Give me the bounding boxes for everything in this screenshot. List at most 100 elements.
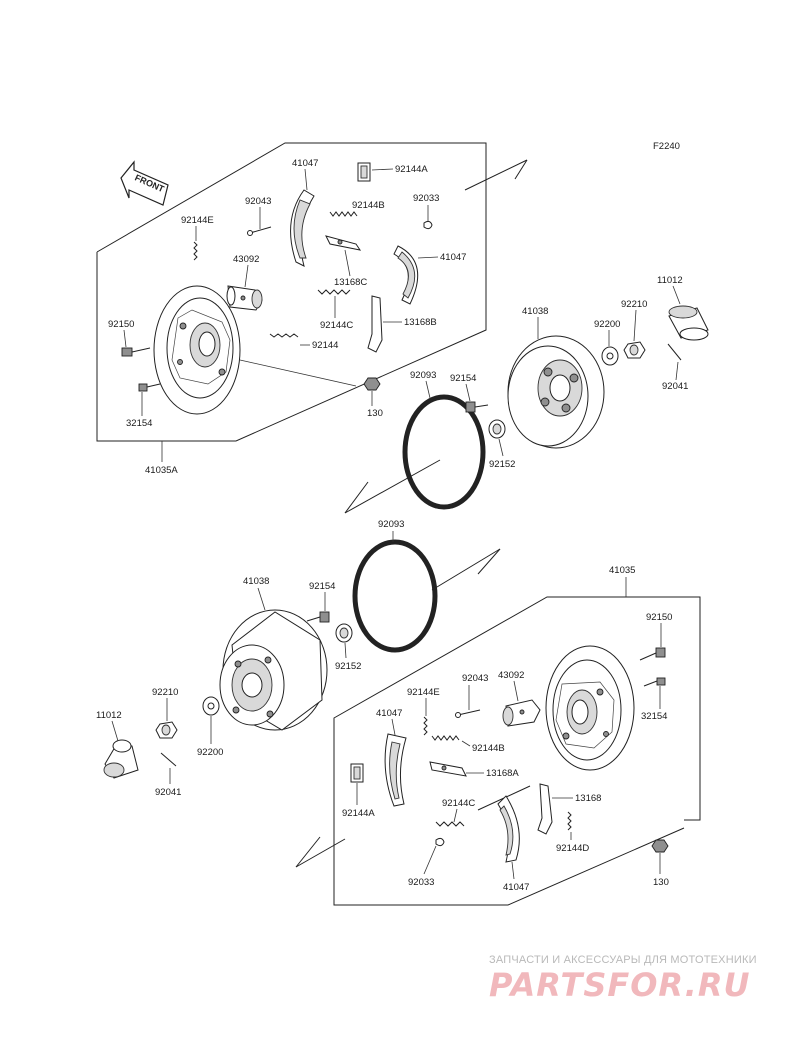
label-92144E-top: 92144E [181,215,214,226]
label-92200-top: 92200 [594,319,620,330]
label-41047-top-a: 41047 [292,158,318,169]
label-92144D-bottom: 92144D [556,843,589,854]
bottom-backing-plate [545,645,635,771]
label-92144E-bottom: 92144E [407,687,440,698]
bottom-ring-axis-tick [477,548,501,575]
top-spring-92144 [269,333,299,338]
bottom-ring-axis-line [431,548,501,591]
label-92144A-bottom: 92144A [342,808,375,819]
bottom-bolt-32154 [643,677,666,687]
top-nut-92210 [623,341,646,359]
top-washer-92152 [488,419,506,439]
label-130-top: 130 [367,408,383,419]
bottom-group-labels: 41035 92150 92043 43092 92144E 41047 321… [342,565,672,893]
label-92200-bottom: 92200 [197,747,223,758]
front-arrow-icon: FRONT [120,160,169,206]
label-92144A-top: 92144A [395,164,428,175]
label-92041-bottom: 92041 [155,787,181,798]
bottom-washer-92152 [335,623,353,643]
bottom-spring-92144B [431,735,460,741]
top-clip-92033 [423,220,433,230]
label-92144C-bottom: 92144C [442,798,475,809]
label-92043-bottom: 92043 [462,673,488,684]
bottom-left-labels: 92093 41038 92154 92152 92210 11012 9220… [96,519,404,798]
label-41038-bottom: 41038 [243,576,269,587]
label-41047-top-b: 41047 [440,252,466,263]
label-92033-bottom: 92033 [408,877,434,888]
top-washer-92200 [601,346,619,366]
bottom-pin-92041 [160,752,177,767]
label-92150-top: 92150 [108,319,134,330]
label-43092-bottom: 43092 [498,670,524,681]
bottom-spring-92144C [435,821,465,827]
top-brake-shoe-a [290,189,315,267]
top-pin-92041 [667,343,682,361]
bottom-washer-92200 [202,696,220,716]
label-92152-top: 92152 [489,459,515,470]
top-brake-shoe-b [393,245,419,305]
label-92210-bottom: 92210 [152,687,178,698]
bottom-nut-92210 [155,721,178,739]
bottom-clip-92033 [435,837,445,847]
top-spring-92144E [193,241,198,261]
label-92210-top: 92210 [621,299,647,310]
watermark-brand: PARTSFOR.RU [489,966,750,1004]
bottom-brake-shoe-b [497,795,520,863]
label-92093-top: 92093 [410,370,436,381]
label-41035A-top: 41035A [145,465,178,476]
top-group-frame [96,142,528,442]
bottom-lever-13168 [537,783,553,835]
label-13168-bottom: 13168 [575,793,601,804]
label-43092-top: 43092 [233,254,259,265]
watermark: ЗАПЧАСТИ И АКСЕССУАРЫ ДЛЯ МОТОТЕХНИКИ PA… [489,954,757,1004]
label-130-bottom: 130 [653,877,669,888]
bottom-bolt-92150 [639,647,666,661]
top-bolt-32154 [138,383,161,392]
top-spring-92144C [317,289,351,295]
label-92152-bottom: 92152 [335,661,361,672]
top-brake-drum-41038 [507,335,605,449]
bottom-clip-92144A [350,763,364,783]
top-right-labels: 41038 11012 92210 92200 92093 92154 9204… [344,275,688,514]
label-92154-top: 92154 [450,373,476,384]
label-92043-top: 92043 [245,196,271,207]
label-92144-top: 92144 [312,340,338,351]
label-13168A-bottom: 13168A [486,768,519,779]
label-92154-bottom: 92154 [309,581,335,592]
label-41038-top: 41038 [522,306,548,317]
bottom-seal-ring-92093 [352,539,438,653]
top-backing-plate [153,285,241,415]
label-41047-bottom-b: 41047 [503,882,529,893]
label-11012-bottom: 11012 [96,710,122,721]
top-cap-11012 [668,305,709,341]
bottom-wheel-cylinder [502,699,541,727]
watermark-subtitle: ЗАПЧАСТИ И АКСЕССУАРЫ ДЛЯ МОТОТЕХНИКИ [489,954,757,966]
bottom-brake-shoe-a [384,733,407,807]
top-lever-13168C [325,235,362,251]
label-32154-top: 32154 [126,418,152,429]
label-92144B-top: 92144B [352,200,385,211]
label-92041-top: 92041 [662,381,688,392]
top-bolt-92150 [121,347,151,357]
top-lever-13168B [367,295,383,353]
label-92144C-top: 92144C [320,320,353,331]
label-32154-bottom: 32154 [641,711,667,722]
top-seal-ring-92093 [402,394,486,510]
bottom-lever-13168A [429,761,467,777]
top-pin-92043 [247,226,272,236]
label-92093-bottom: 92093 [378,519,404,530]
bottom-bolt-130 [651,839,669,853]
top-spring-92144B [329,211,358,217]
label-92144B-bottom: 92144B [472,743,505,754]
bottom-brake-drum-41038 [219,609,328,731]
label-13168C-top: 13168C [334,277,367,288]
bottom-spring-92144D [567,811,572,831]
figure-code: F2240 [653,141,680,152]
label-41035-bottom: 41035 [609,565,635,576]
label-13168B-top: 13168B [404,317,437,328]
top-clip-92144A [357,162,371,182]
top-bolt-130 [363,377,381,391]
label-41047-bottom-a: 41047 [376,708,402,719]
label-92033-top: 92033 [413,193,439,204]
top-bolt-92154 [465,401,489,413]
